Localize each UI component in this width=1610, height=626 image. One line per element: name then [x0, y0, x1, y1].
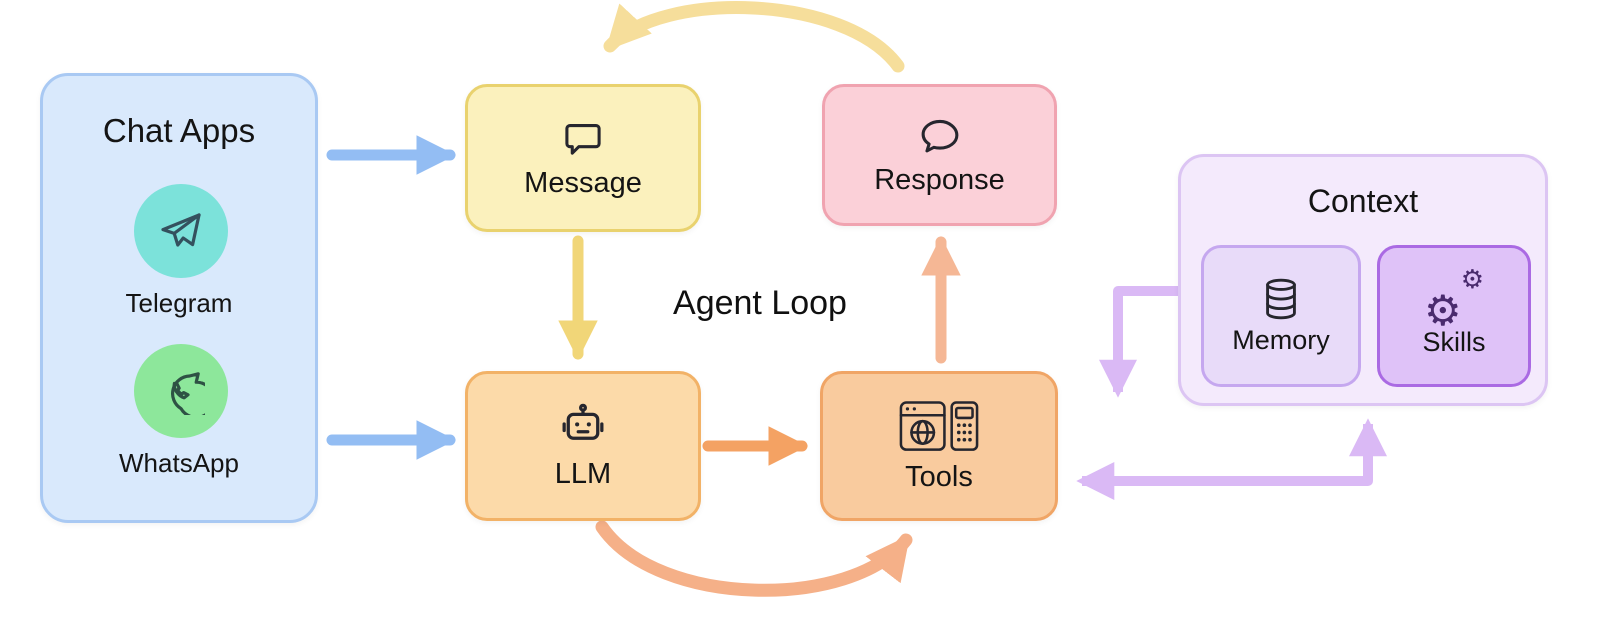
round-speech-bubble-icon	[921, 119, 958, 153]
browser-calculator-icon	[899, 401, 979, 451]
robot-icon	[562, 403, 604, 440]
gears-icon: ⚙ ⚙	[1422, 266, 1486, 332]
arrow-context-to-tools	[1099, 286, 1178, 398]
arrow-response-to-message-curve	[603, 1, 905, 73]
message-node: Message	[465, 84, 701, 232]
memory-label: Memory	[1232, 325, 1330, 356]
gear-large-icon: ⚙	[1424, 287, 1462, 335]
whatsapp-label: WhatsApp	[119, 448, 239, 478]
whatsapp-badge	[134, 344, 228, 438]
whatsapp-icon	[171, 372, 205, 415]
message-label: Message	[524, 167, 642, 200]
skills-label: Skills	[1422, 327, 1486, 358]
response-node: Response	[822, 84, 1057, 226]
arrow-llm-to-tools-curve	[595, 520, 913, 597]
memory-node: Memory	[1201, 245, 1361, 387]
telegram-label: Telegram	[125, 288, 233, 318]
gear-small-icon: ⚙	[1460, 264, 1484, 295]
telegram-badge	[134, 184, 228, 278]
chat-apps-title: Chat Apps	[102, 112, 256, 149]
arrow-tools-context-bidirectional	[1076, 418, 1387, 500]
skills-node: ⚙ ⚙ Skills	[1377, 245, 1531, 387]
chat-apps-panel: Chat Apps Telegram WhatsApp	[40, 73, 318, 523]
tools-label: Tools	[905, 461, 973, 494]
database-icon	[1266, 278, 1296, 320]
square-speech-bubble-icon	[565, 124, 601, 155]
response-label: Response	[874, 164, 1005, 197]
llm-node: LLM	[465, 371, 701, 521]
llm-label: LLM	[554, 458, 612, 491]
telegram-icon	[161, 213, 201, 247]
tools-node: Tools	[820, 371, 1058, 521]
context-title: Context	[1307, 183, 1419, 219]
agent-loop-label: Agent Loop	[673, 284, 847, 322]
context-panel: Context Memory ⚙ ⚙ Skills	[1178, 154, 1548, 406]
